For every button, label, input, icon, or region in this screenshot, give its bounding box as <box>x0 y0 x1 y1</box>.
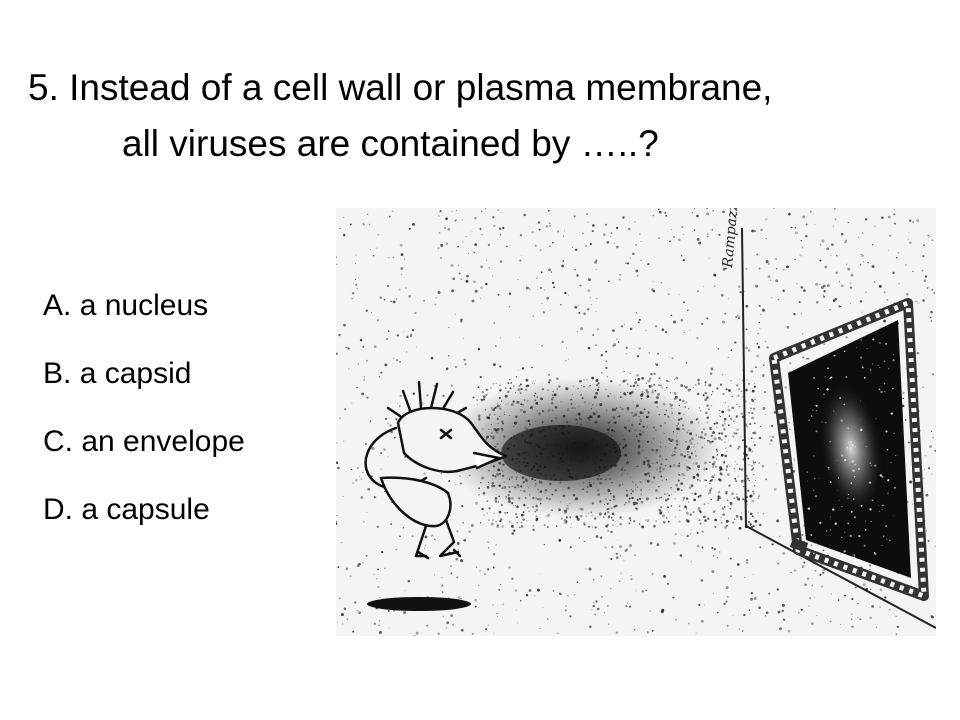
sneeze-cartoon-illustration: Rampazzo <box>336 208 936 636</box>
artist-signature: Rampazzo <box>720 208 742 269</box>
option-d-letter: D. <box>43 493 73 526</box>
option-b-letter: B. <box>43 357 72 390</box>
wall-corner-line <box>741 227 747 529</box>
option-d: D. a capsule <box>43 492 245 528</box>
option-d-text: a capsule <box>81 493 210 526</box>
option-b-text: a capsid <box>79 357 192 390</box>
question-text-line2: all viruses are contained by …..? <box>122 123 659 164</box>
option-a: A. a nucleus <box>43 288 245 324</box>
option-a-letter: A. <box>43 289 72 322</box>
sneeze-spray-core <box>501 425 621 481</box>
option-c: C. an envelope <box>43 424 245 460</box>
option-c-letter: C. <box>43 425 73 458</box>
option-b: B. a capsid <box>43 356 245 392</box>
answer-options: A. a nucleus B. a capsid C. an envelope … <box>43 288 245 560</box>
framed-galaxy-picture <box>769 298 929 601</box>
option-a-text: a nucleus <box>79 289 209 322</box>
question-text-line1: 5. Instead of a cell wall or plasma memb… <box>28 67 773 108</box>
floor-shadow <box>367 597 471 611</box>
sneezing-man-figure <box>364 380 508 560</box>
option-c-text: an envelope <box>81 425 245 458</box>
floor-line <box>745 525 936 629</box>
